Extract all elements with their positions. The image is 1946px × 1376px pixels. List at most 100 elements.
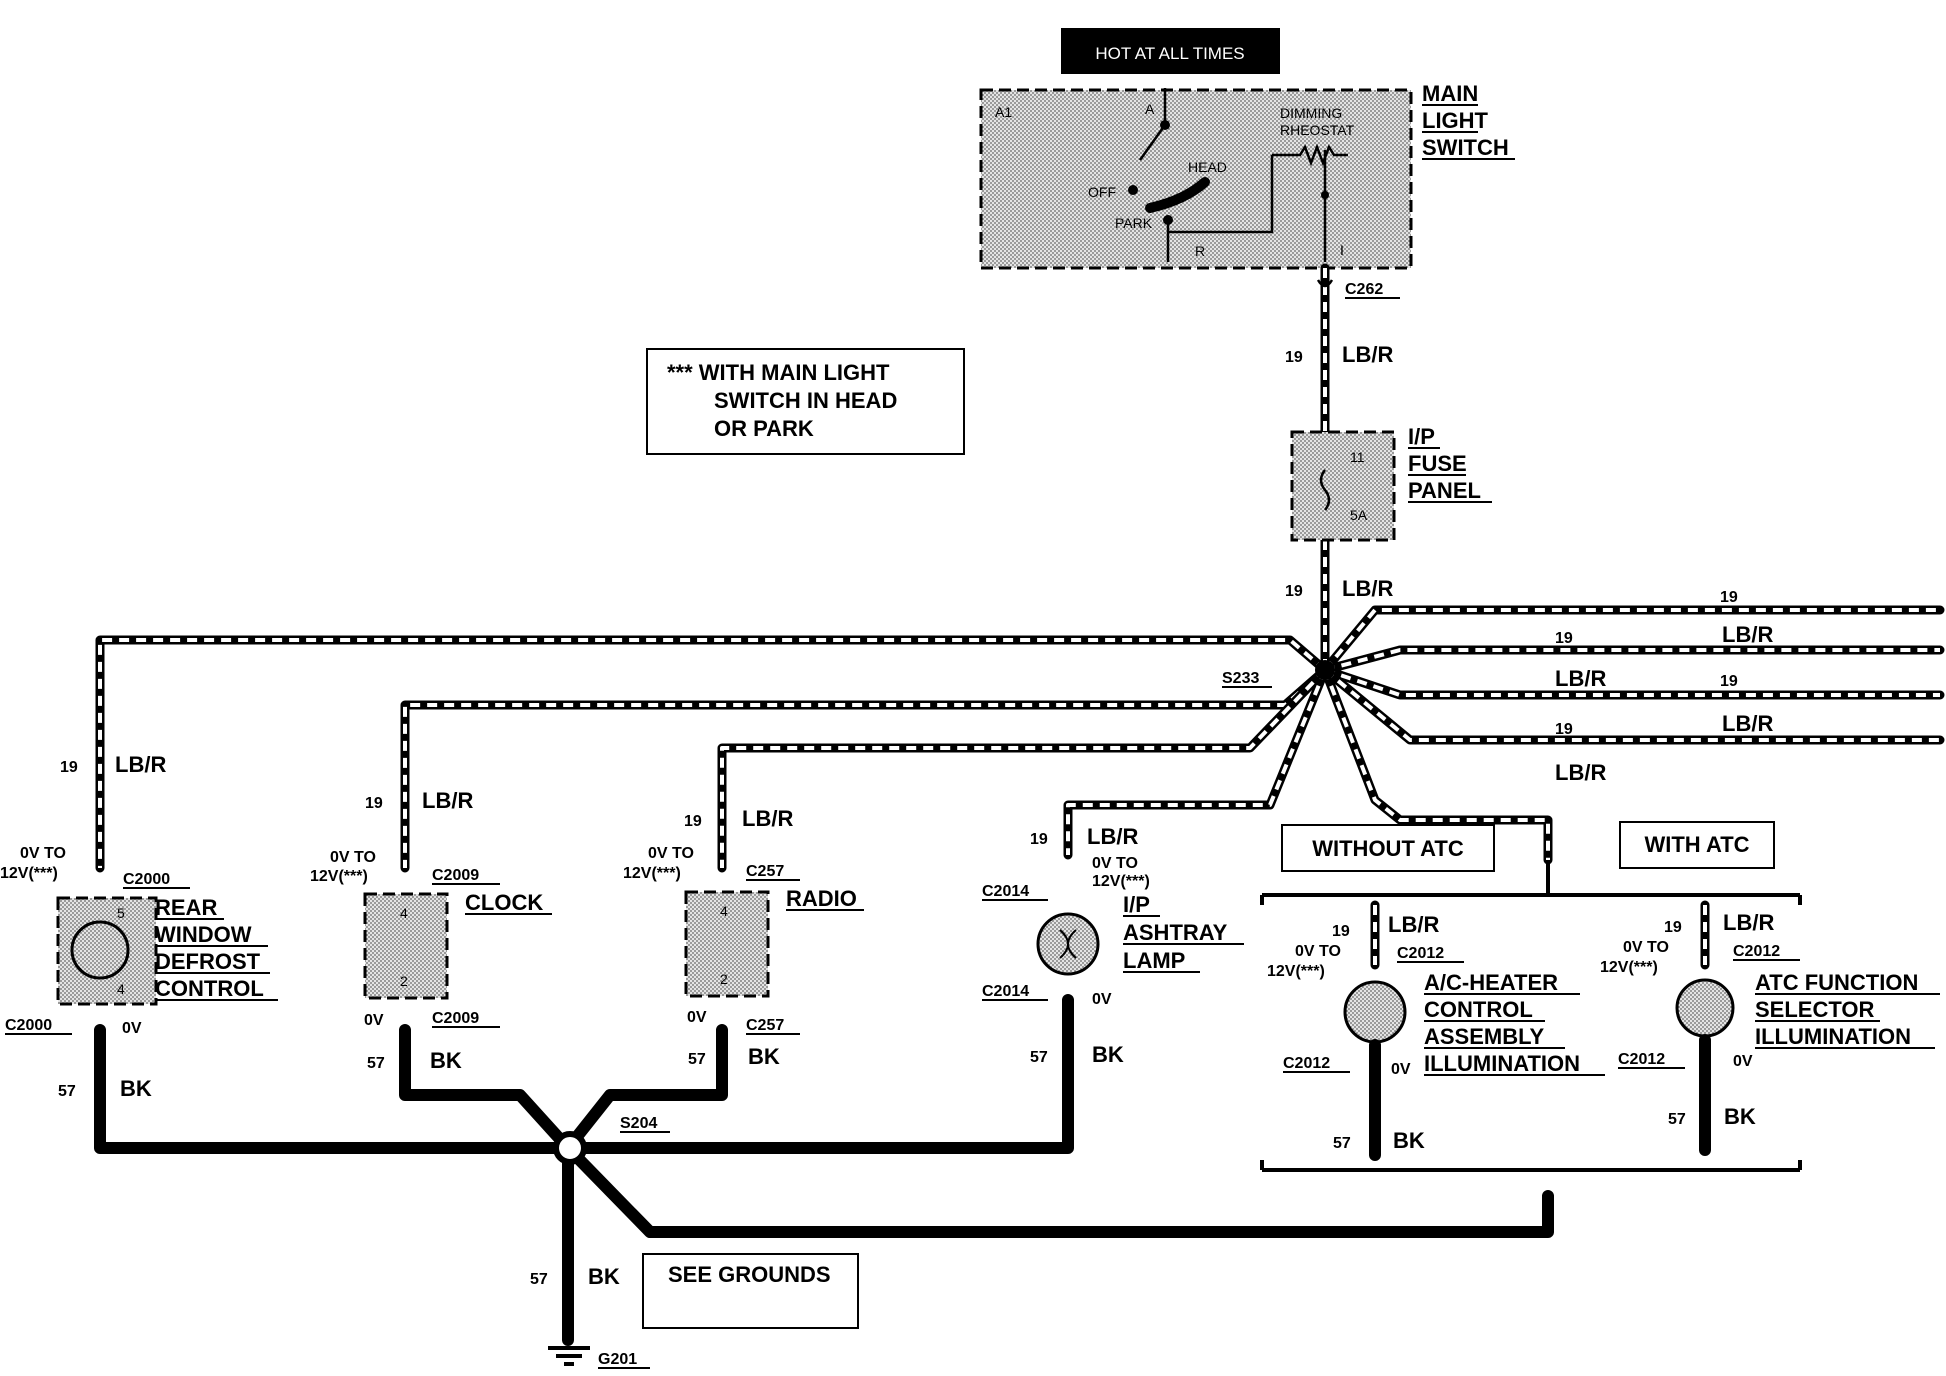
svg-text:C2009: C2009 bbox=[432, 867, 479, 884]
svg-text:12V(***): 12V(***) bbox=[1267, 963, 1325, 980]
s204-label: S204 bbox=[620, 1115, 657, 1132]
fuse-number: 11 bbox=[1350, 449, 1365, 465]
svg-text:LB/R: LB/R bbox=[422, 788, 473, 813]
main-light-switch-title-3: SWITCH bbox=[1422, 135, 1509, 160]
svg-text:0V TO: 0V TO bbox=[1092, 855, 1138, 872]
svg-text:LB/R: LB/R bbox=[1722, 622, 1773, 647]
hot-at-all-times-label: HOT AT ALL TIMES bbox=[1095, 44, 1244, 63]
svg-text:C2009: C2009 bbox=[432, 1010, 479, 1027]
svg-text:0V TO: 0V TO bbox=[330, 849, 376, 866]
svg-text:SWITCH IN HEAD: SWITCH IN HEAD bbox=[714, 388, 897, 413]
svg-text:ASSEMBLY: ASSEMBLY bbox=[1424, 1024, 1545, 1049]
svg-text:BK: BK bbox=[430, 1048, 462, 1073]
svg-text:RADIO: RADIO bbox=[786, 886, 857, 911]
svg-text:19: 19 bbox=[1664, 919, 1682, 936]
svg-text:0V: 0V bbox=[1733, 1053, 1753, 1070]
svg-text:19: 19 bbox=[1555, 630, 1573, 647]
svg-text:2: 2 bbox=[720, 971, 728, 987]
svg-text:57: 57 bbox=[58, 1083, 76, 1100]
main-light-switch: HOT AT ALL TIMES A1 A OFF HEAD PARK R DI… bbox=[979, 28, 1515, 270]
svg-text:ASHTRAY: ASHTRAY bbox=[1123, 920, 1228, 945]
svg-text:ILLUMINATION: ILLUMINATION bbox=[1424, 1051, 1580, 1076]
svg-text:LB/R: LB/R bbox=[1555, 760, 1606, 785]
svg-text:5: 5 bbox=[117, 905, 125, 921]
svg-text:PARK: PARK bbox=[1115, 215, 1153, 231]
svg-text:LAMP: LAMP bbox=[1123, 948, 1185, 973]
svg-text:57: 57 bbox=[1030, 1049, 1048, 1066]
svg-text:BK: BK bbox=[120, 1076, 152, 1101]
feed-wire: C262 19 LB/R 19 LB/R bbox=[1285, 263, 1400, 675]
svg-text:57: 57 bbox=[1668, 1111, 1686, 1128]
svg-text:57: 57 bbox=[530, 1271, 548, 1288]
svg-text:I: I bbox=[1340, 242, 1344, 258]
svg-text:HEAD: HEAD bbox=[1188, 159, 1227, 175]
svg-text:CLOCK: CLOCK bbox=[465, 890, 543, 915]
svg-text:19: 19 bbox=[1720, 589, 1738, 606]
svg-text:12V(***): 12V(***) bbox=[1092, 873, 1150, 890]
svg-text:12V(***): 12V(***) bbox=[623, 865, 681, 882]
rear-window-defrost-control: 0V TO 12V(***) C2000 5 4 REAR WINDOW DEF… bbox=[0, 845, 278, 1037]
svg-text:CONTROL: CONTROL bbox=[155, 976, 264, 1001]
svg-text:DEFROST: DEFROST bbox=[155, 949, 261, 974]
svg-text:12V(***): 12V(***) bbox=[1600, 959, 1658, 976]
svg-text:SELECTOR: SELECTOR bbox=[1755, 997, 1875, 1022]
svg-text:57: 57 bbox=[367, 1055, 385, 1072]
svg-text:C2012: C2012 bbox=[1733, 943, 1780, 960]
svg-text:CONTROL: CONTROL bbox=[1424, 997, 1533, 1022]
svg-text:0V TO: 0V TO bbox=[20, 845, 66, 862]
svg-text:19: 19 bbox=[1720, 673, 1738, 690]
svg-text:DIMMING: DIMMING bbox=[1280, 105, 1342, 121]
svg-text:4: 4 bbox=[400, 905, 408, 921]
fuse-amps: 5A bbox=[1350, 507, 1368, 523]
with-atc-label: WITH ATC bbox=[1644, 832, 1749, 857]
svg-text:C2012: C2012 bbox=[1397, 945, 1444, 962]
svg-text:0V: 0V bbox=[122, 1020, 142, 1037]
svg-text:2: 2 bbox=[400, 973, 408, 989]
svg-text:ATC FUNCTION: ATC FUNCTION bbox=[1755, 970, 1918, 995]
svg-text:I/P: I/P bbox=[1123, 892, 1150, 917]
svg-text:FUSE: FUSE bbox=[1408, 451, 1467, 476]
svg-text:BK: BK bbox=[588, 1264, 620, 1289]
svg-text:A/C-HEATER: A/C-HEATER bbox=[1424, 970, 1558, 995]
svg-text:OFF: OFF bbox=[1088, 184, 1116, 200]
svg-text:19: 19 bbox=[1285, 349, 1303, 366]
svg-text:19: 19 bbox=[1332, 923, 1350, 940]
svg-text:C2014: C2014 bbox=[982, 883, 1029, 900]
svg-text:REAR: REAR bbox=[155, 895, 217, 920]
lbr-branches: S233 19 LB/R 19 LB/R 19 LB/R 19 LB/R 19 … bbox=[60, 589, 1945, 873]
svg-text:LB/R: LB/R bbox=[1087, 824, 1138, 849]
svg-text:LB/R: LB/R bbox=[1342, 576, 1393, 601]
svg-text:0V TO: 0V TO bbox=[648, 845, 694, 862]
svg-text:LB/R: LB/R bbox=[1723, 910, 1774, 935]
svg-text:OR PARK: OR PARK bbox=[714, 416, 814, 441]
without-atc-label: WITHOUT ATC bbox=[1312, 836, 1464, 861]
ac-heater-control-illumination: 19 LB/R C2012 0V TO 12V(***) A/C-HEATER … bbox=[1267, 900, 1605, 1161]
svg-text:LB/R: LB/R bbox=[115, 752, 166, 777]
main-light-switch-title-1: MAIN bbox=[1422, 81, 1478, 106]
svg-text:LB/R: LB/R bbox=[1722, 711, 1773, 736]
svg-text:*** WITH MAIN LIGHT: *** WITH MAIN LIGHT bbox=[667, 360, 890, 385]
svg-text:BK: BK bbox=[1724, 1104, 1756, 1129]
atc-function-selector-illumination: 19 LB/R C2012 0V TO 12V(***) ATC FUNCTIO… bbox=[1600, 900, 1940, 1156]
svg-text:0V: 0V bbox=[1092, 991, 1112, 1008]
svg-text:A: A bbox=[1145, 101, 1155, 117]
fuse-panel: 11 5A I/P FUSE PANEL bbox=[1290, 424, 1492, 542]
svg-text:19: 19 bbox=[684, 813, 702, 830]
svg-text:A1: A1 bbox=[995, 104, 1012, 120]
svg-text:0V: 0V bbox=[364, 1012, 384, 1029]
note-box: *** WITH MAIN LIGHT SWITCH IN HEAD OR PA… bbox=[646, 348, 965, 455]
svg-text:57: 57 bbox=[688, 1051, 706, 1068]
svg-text:0V: 0V bbox=[687, 1009, 707, 1026]
svg-text:BK: BK bbox=[1092, 1042, 1124, 1067]
g201-label: G201 bbox=[598, 1351, 637, 1368]
svg-text:LB/R: LB/R bbox=[1388, 912, 1439, 937]
svg-text:12V(***): 12V(***) bbox=[310, 868, 368, 885]
svg-text:BK: BK bbox=[748, 1044, 780, 1069]
c262-label: C262 bbox=[1345, 281, 1383, 298]
radio: 0V TO 12V(***) C257 4 2 RADIO 0V C257 bbox=[623, 845, 864, 1035]
svg-text:C257: C257 bbox=[746, 863, 784, 880]
svg-text:19: 19 bbox=[1285, 583, 1303, 600]
svg-text:C2012: C2012 bbox=[1618, 1051, 1665, 1068]
svg-text:R: R bbox=[1195, 243, 1205, 259]
s233-label: S233 bbox=[1222, 670, 1259, 687]
